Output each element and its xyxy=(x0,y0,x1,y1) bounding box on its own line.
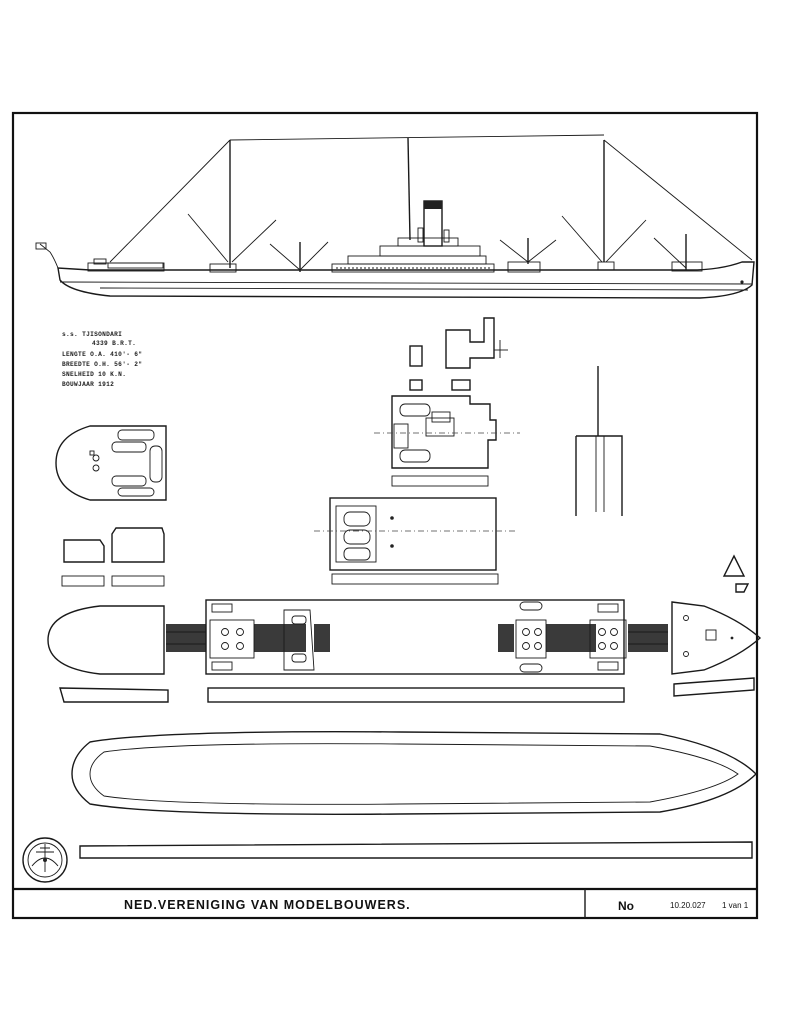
keel-strip xyxy=(79,841,753,859)
spec-tonnage: 4339 B.R.T. xyxy=(92,340,136,347)
side-profile xyxy=(35,134,755,299)
title-block-sheet: 1 van 1 xyxy=(722,901,749,910)
sheet-border xyxy=(11,111,759,920)
hull-plan-view xyxy=(71,731,757,815)
society-emblem-seal xyxy=(22,837,68,883)
spec-build-year: BOUWJAAR 1912 xyxy=(62,381,114,388)
ventilator-parts xyxy=(722,554,750,593)
spec-speed: SNELHEID 10 K.N. xyxy=(62,371,126,378)
title-block-title: NED.VERENIGING VAN MODELBOUWERS. xyxy=(124,898,411,912)
spec-length: LENGTE O.A. 410'- 6" xyxy=(62,351,142,358)
title-block-number: 10.20.027 xyxy=(670,901,706,910)
main-deck-strip xyxy=(47,599,762,675)
spec-beam: BREEDTE O.H. 56'- 2" xyxy=(62,361,142,368)
forecastle-deck-part xyxy=(55,425,167,501)
spec-ship-name: s.s. TJISONDARI xyxy=(62,331,122,338)
ship-specifications: s.s. TJISONDARI 4339 B.R.T. LENGTE O.A. … xyxy=(62,331,142,388)
title-block-no-label: No xyxy=(618,899,634,913)
bridge-parts xyxy=(374,317,520,487)
bulwark-strips xyxy=(59,677,755,703)
boat-deck-part xyxy=(314,497,516,585)
funnel-part xyxy=(575,366,623,516)
deckhouse-parts xyxy=(61,527,165,587)
